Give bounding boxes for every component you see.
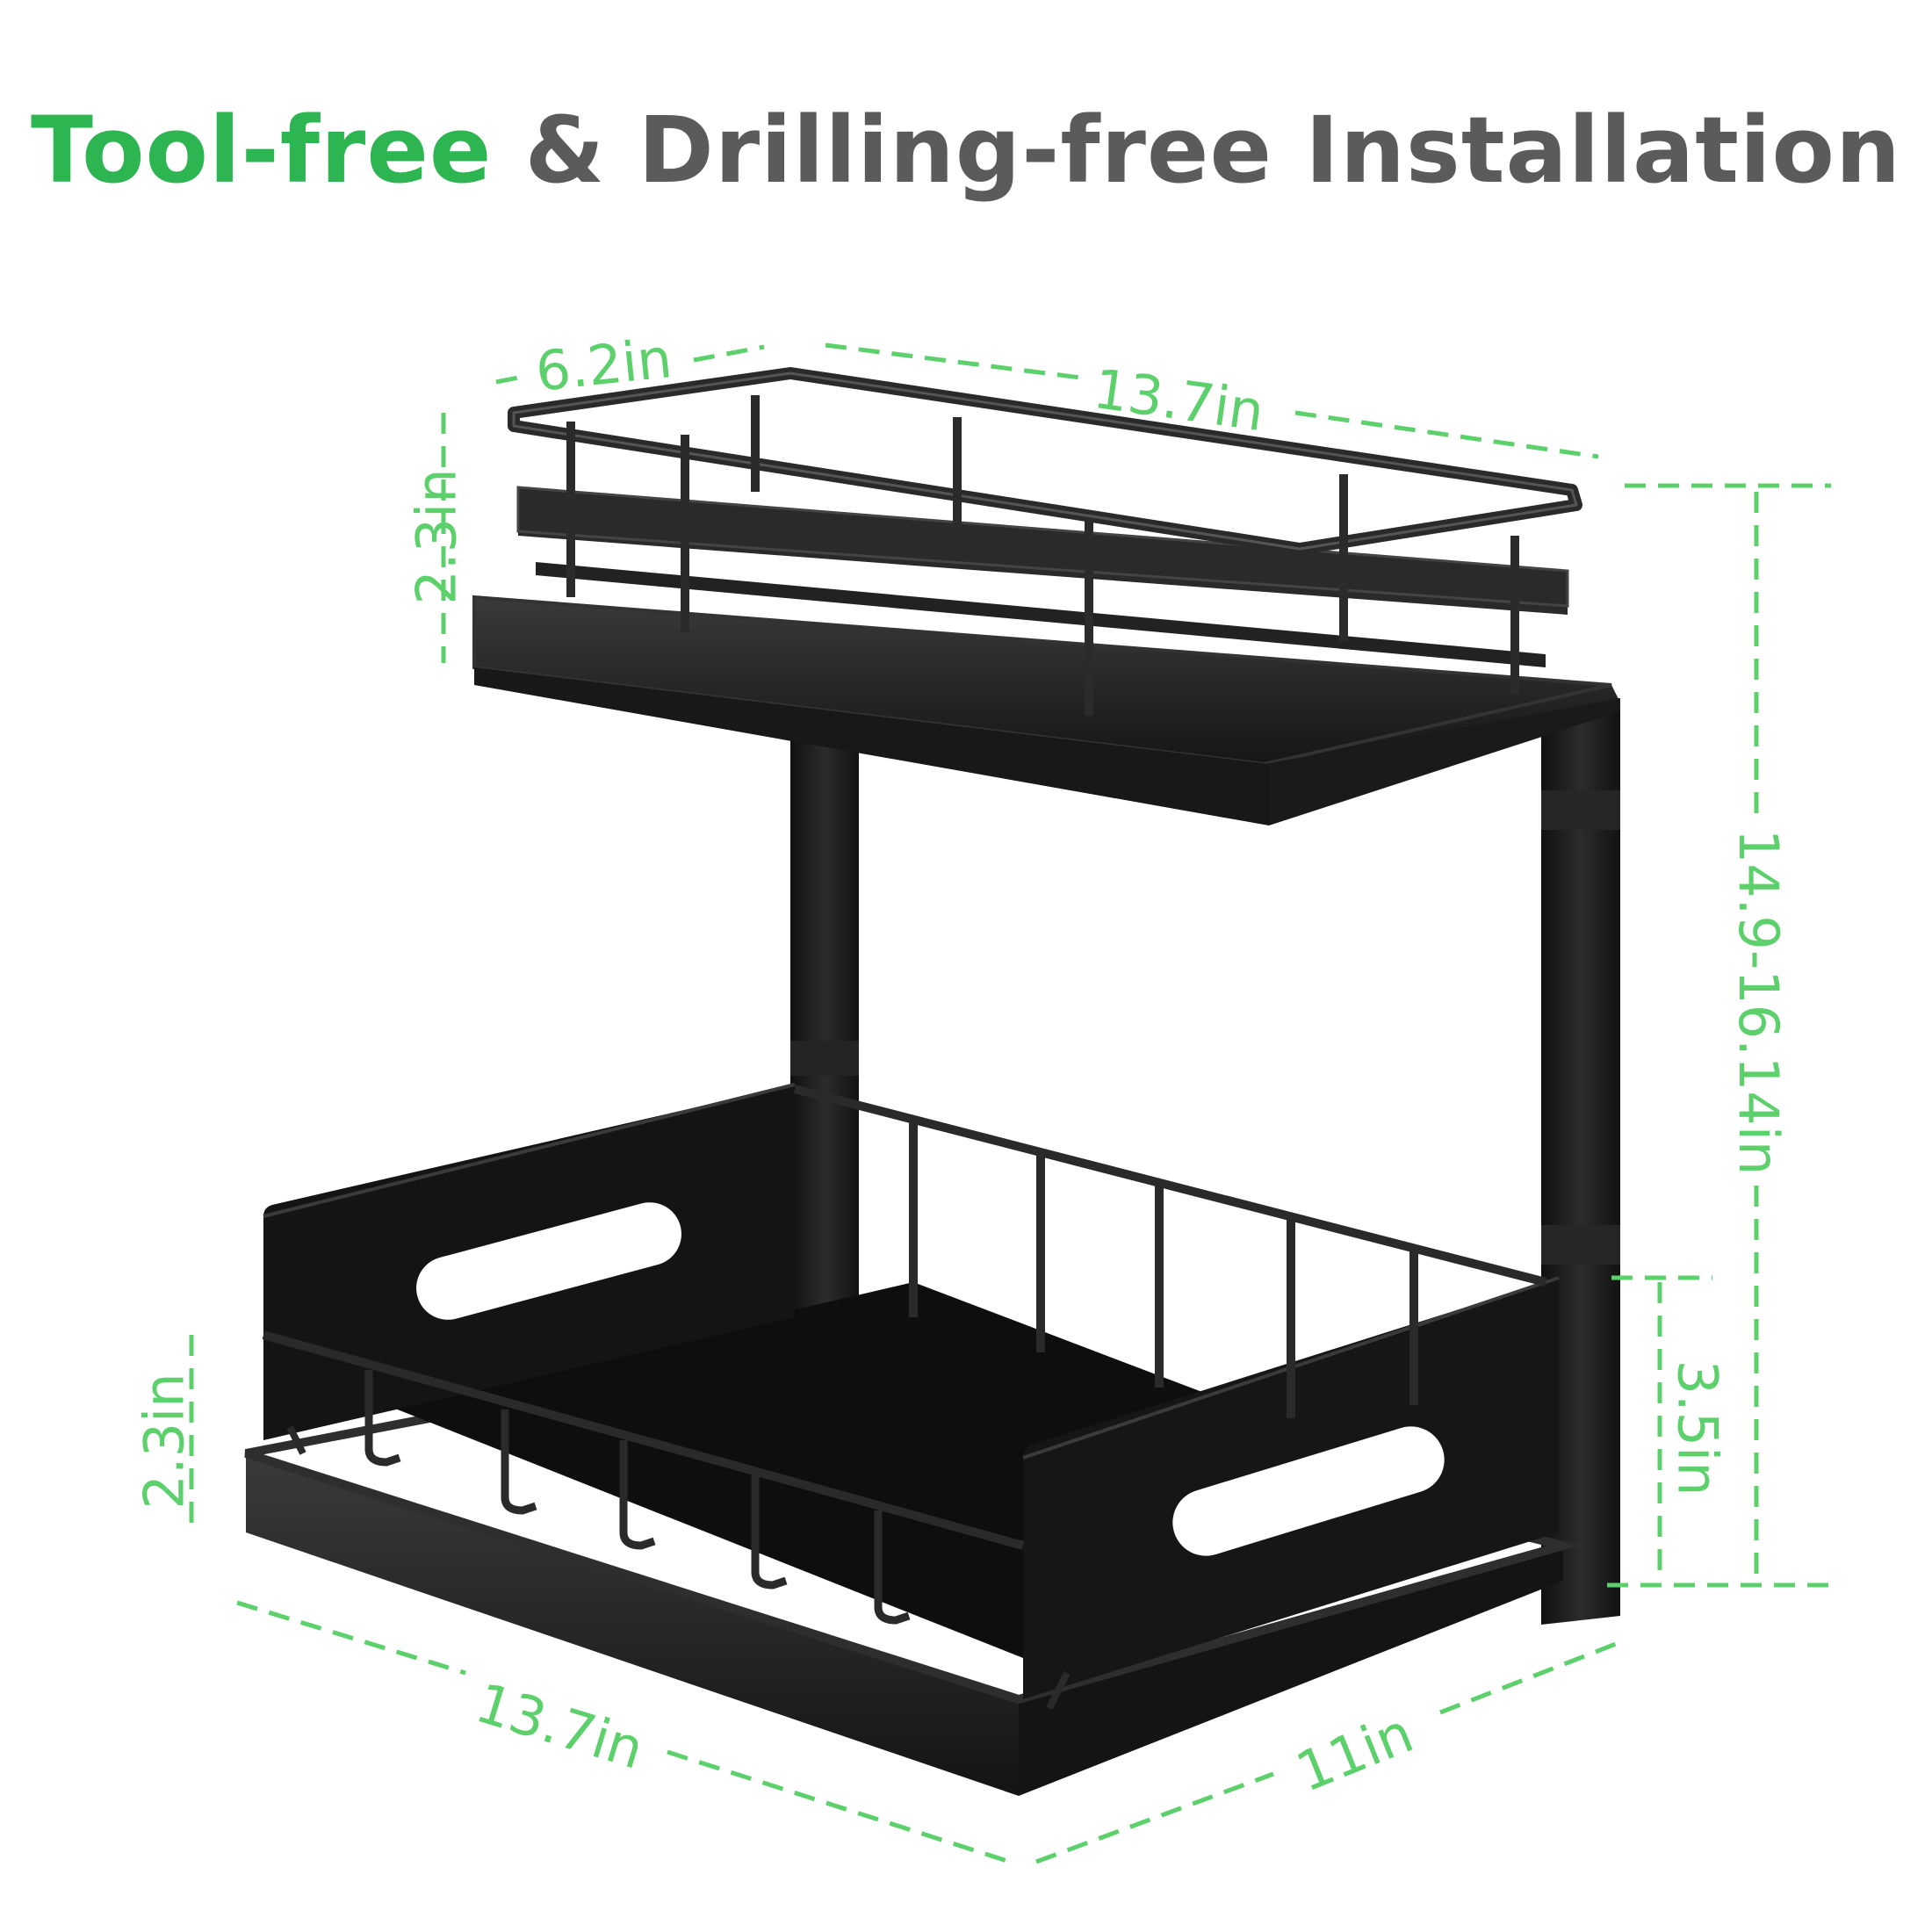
label-bottom-rail-height: 2.3in [132, 1373, 197, 1510]
lower-tier [244, 1083, 1581, 1796]
vertical-posts [790, 698, 1620, 1625]
label-top-depth: 6.2in [532, 326, 675, 404]
headline-highlight: Tool-free [30, 97, 493, 204]
upper-tier [472, 367, 1620, 825]
dimension-lines [189, 342, 1831, 1864]
headline-rest: & Drilling-free Installation [524, 97, 1902, 204]
label-bottom-clearance: 3.5in [1665, 1359, 1730, 1496]
headline: Tool-free & Drilling-free Installation [0, 97, 1932, 204]
label-top-rail-height: 2.3in [404, 468, 469, 605]
label-total-height: 14.9-16.14in [1727, 828, 1791, 1176]
